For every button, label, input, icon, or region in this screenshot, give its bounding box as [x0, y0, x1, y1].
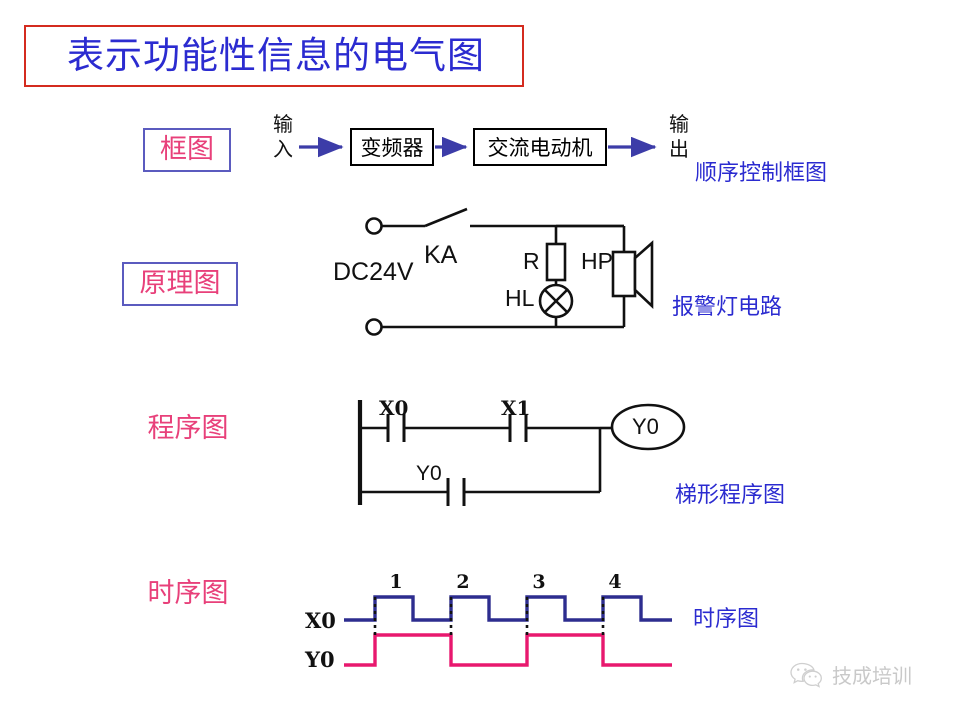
speaker-label-hp: HP — [581, 248, 613, 274]
waveform-y0 — [344, 633, 672, 667]
ladder-label-coil-y0: Y0 — [632, 414, 659, 439]
footer-brand: 技成培训 — [790, 660, 912, 689]
pulse-number-3: 3 — [532, 571, 546, 593]
speaker-hp — [611, 240, 654, 310]
resistor-label-r: R — [523, 248, 540, 274]
ladder-label-x1: X1 — [501, 396, 531, 420]
block-ac-motor: 交流电动机 — [473, 128, 607, 166]
waveform-x0 — [344, 595, 672, 622]
lamp-label-hl: HL — [505, 285, 535, 311]
page-title-box: 表示功能性信息的电气图 — [24, 25, 524, 87]
switch-label-ka: KA — [424, 241, 458, 269]
terminal-bottom — [365, 318, 383, 336]
caption-timing-diagram: 时序图 — [693, 607, 760, 632]
pulse-number-2: 2 — [456, 571, 470, 593]
pulse-number-1: 1 — [389, 571, 403, 593]
ladder-label-x0: X0 — [379, 396, 409, 420]
timing-edge-markers — [373, 597, 605, 635]
block-input-label: 输入 — [273, 112, 293, 161]
caption-sequence-block-diagram: 顺序控制框图 — [695, 161, 828, 186]
category-label-block-diagram: 框图 — [143, 128, 231, 172]
block-output-label: 输出 — [669, 112, 689, 161]
supply-label-dc24v: DC24V — [333, 258, 414, 286]
timing-label-x0: X0 — [305, 608, 336, 633]
ladder-contact-y0 — [446, 478, 466, 506]
lamp-hl — [538, 283, 574, 319]
timing-label-y0: Y0 — [305, 647, 335, 672]
block-inverter: 变频器 — [350, 128, 434, 166]
switch-blade-ka — [424, 207, 468, 228]
wechat-icon — [790, 662, 822, 688]
page-title: 表示功能性信息的电气图 — [67, 34, 485, 77]
category-label-timing-diagram: 时序图 — [147, 578, 229, 609]
footer-brand-text: 技成培训 — [832, 664, 912, 688]
category-label-program-diagram: 程序图 — [147, 413, 229, 444]
ladder-label-y0-branch: Y0 — [416, 462, 442, 485]
caption-ladder-program-diagram: 梯形程序图 — [675, 483, 786, 508]
resistor-r — [545, 242, 567, 282]
terminal-top — [365, 217, 383, 235]
pulse-number-4: 4 — [608, 571, 622, 593]
caption-alarm-lamp-circuit: 报警灯电路 — [672, 295, 783, 320]
category-label-schematic: 原理图 — [122, 262, 238, 306]
